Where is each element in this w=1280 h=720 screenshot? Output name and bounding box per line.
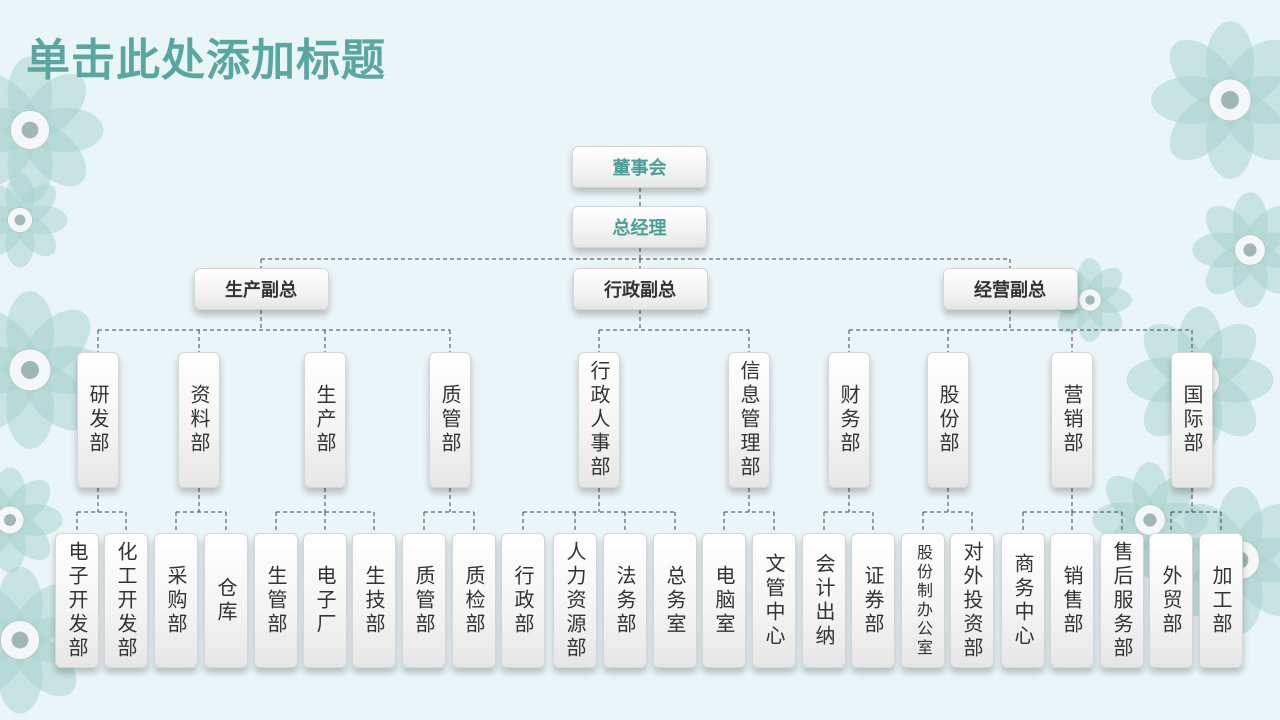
sub-department-node: 生技部 bbox=[352, 533, 396, 668]
flower-icon bbox=[0, 291, 109, 449]
department-node: 财务部 bbox=[828, 352, 870, 488]
department-node: 股份部 bbox=[927, 352, 969, 488]
sub-department-node: 对外投资部 bbox=[950, 533, 994, 668]
slide-title: 单击此处添加标题 bbox=[26, 35, 386, 86]
general-manager-node: 总经理 bbox=[572, 206, 707, 248]
sub-department-node: 会计出纳 bbox=[802, 533, 846, 668]
sub-department-node: 加工部 bbox=[1199, 533, 1243, 668]
vp-node: 经营副总 bbox=[942, 268, 1078, 310]
sub-department-node: 外贸部 bbox=[1149, 533, 1193, 668]
flower-icon bbox=[0, 56, 104, 204]
sub-department-node: 证券部 bbox=[851, 533, 895, 668]
flower-icon bbox=[1151, 21, 1280, 179]
sub-department-node: 法务部 bbox=[603, 533, 647, 668]
sub-department-node: 电子开发部 bbox=[55, 533, 99, 668]
sub-department-node: 质检部 bbox=[452, 533, 496, 668]
department-node: 行政人事部 bbox=[578, 352, 620, 488]
sub-department-node: 仓库 bbox=[204, 533, 248, 668]
sub-department-node: 生管部 bbox=[254, 533, 298, 668]
sub-department-node: 化工开发部 bbox=[104, 533, 148, 668]
department-node: 信息管理部 bbox=[728, 352, 770, 488]
department-node: 资料部 bbox=[178, 352, 220, 488]
board-node: 董事会 bbox=[572, 146, 707, 188]
department-node: 国际部 bbox=[1171, 352, 1213, 488]
sub-department-node: 文管中心 bbox=[752, 533, 796, 668]
sub-department-node: 销售部 bbox=[1050, 533, 1094, 668]
vp-node: 行政副总 bbox=[572, 268, 708, 310]
sub-department-node: 电脑室 bbox=[702, 533, 746, 668]
sub-department-node: 股份制办公室 bbox=[901, 533, 945, 668]
department-node: 营销部 bbox=[1051, 352, 1093, 488]
department-node: 生产部 bbox=[304, 352, 346, 488]
sub-department-node: 商务中心 bbox=[1001, 533, 1045, 668]
sub-department-node: 质管部 bbox=[402, 533, 446, 668]
sub-department-node: 采购部 bbox=[154, 533, 198, 668]
sub-department-node: 售后服务部 bbox=[1100, 533, 1144, 668]
sub-department-node: 电子厂 bbox=[303, 533, 347, 668]
department-node: 质管部 bbox=[429, 352, 471, 488]
vp-node: 生产副总 bbox=[193, 268, 329, 310]
flower-icon bbox=[0, 172, 68, 268]
department-node: 研发部 bbox=[77, 352, 119, 488]
flower-icon bbox=[1192, 192, 1280, 308]
sub-department-node: 行政部 bbox=[501, 533, 545, 668]
flower-icon bbox=[0, 467, 63, 573]
sub-department-node: 人力资源部 bbox=[553, 533, 597, 668]
sub-department-node: 总务室 bbox=[653, 533, 697, 668]
